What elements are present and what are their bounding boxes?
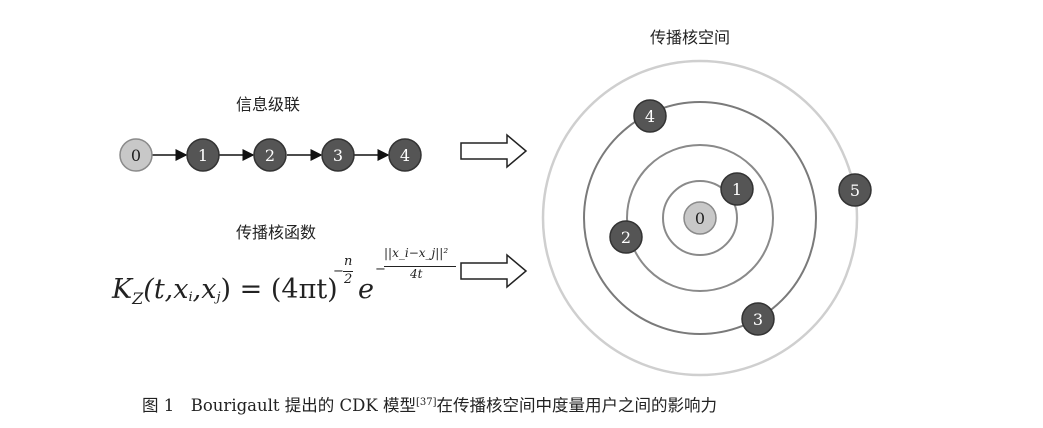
- formula-base: (4πt): [270, 274, 338, 305]
- cascade-chain: 0 1 2 3 4: [119, 138, 422, 172]
- hollow-arrow-bottom: [460, 253, 528, 289]
- caption-ref: [37]: [415, 397, 437, 408]
- formula-equals: =: [231, 274, 271, 305]
- space-node-label-1: 1: [732, 180, 742, 199]
- formula-exp2-rule: [384, 266, 456, 267]
- formula-comma-x: ,x: [192, 274, 217, 305]
- space-node-label-5: 5: [850, 181, 860, 200]
- cascade-node-3: [321, 138, 355, 172]
- space-node-3: [741, 302, 775, 336]
- cascade-node-label-1: 1: [198, 146, 208, 165]
- ring-outer: [541, 59, 859, 377]
- cascade-node-label-0: 0: [131, 146, 141, 165]
- space-node-label-0: 0: [695, 209, 705, 228]
- formula-exp-rule: [343, 271, 353, 272]
- formula-sub-Z: Z: [132, 289, 144, 308]
- cascade-node-1: [186, 138, 220, 172]
- cascade-node-label-3: 3: [333, 146, 343, 165]
- formula-exp2-num: ||x_i−x_j||²: [384, 246, 449, 260]
- kernel-function-title: 传播核函数: [236, 223, 317, 242]
- formula-sub-j: j: [216, 290, 221, 305]
- ring-1: [662, 180, 738, 256]
- formula-exp2-minus: −: [375, 262, 386, 277]
- formula-exp-n: n: [344, 254, 353, 269]
- hollow-arrow-top: [460, 133, 528, 169]
- formula-args-open: (t,x: [143, 274, 189, 305]
- cascade-title: 信息级联: [236, 95, 301, 114]
- formula-main: KZ(t,xi,xj) = (4πt): [112, 274, 338, 308]
- kernel-formula: KZ(t,xi,xj) = (4πt) − n 2 e − ||x_i−x_j|…: [112, 246, 462, 322]
- cascade-node-label-4: 4: [400, 146, 410, 165]
- kernel-space: 0 1 2 3 4 5: [541, 59, 872, 377]
- space-node-5: [838, 173, 872, 207]
- kernel-space-title: 传播核空间: [650, 28, 731, 47]
- figure-caption: 图 1 Bourigault 提出的 CDK 模型[37]在传播核空间中度量用户…: [142, 392, 717, 416]
- ring-3: [583, 101, 817, 335]
- space-node-label-4: 4: [645, 107, 655, 126]
- space-node-label-2: 2: [621, 228, 631, 247]
- formula-sub-i: i: [188, 290, 193, 305]
- formula-exp2-den: 4t: [410, 267, 423, 281]
- formula-close: ): [220, 274, 232, 305]
- formula-K: K: [112, 274, 133, 305]
- caption-prefix: 图 1 Bourigault 提出的 CDK 模型: [142, 396, 416, 415]
- cascade-node-2: [253, 138, 287, 172]
- caption-suffix: 在传播核空间中度量用户之间的影响力: [436, 396, 717, 415]
- space-node-2: [609, 220, 643, 254]
- cascade-node-4: [388, 138, 422, 172]
- space-node-1: [720, 172, 754, 206]
- space-node-4: [633, 99, 667, 133]
- cascade-node-0: [119, 138, 153, 172]
- formula-e: e: [358, 274, 374, 305]
- ring-2: [626, 144, 774, 292]
- space-node-label-3: 3: [753, 310, 763, 329]
- space-node-0: [683, 201, 717, 235]
- cascade-node-label-2: 2: [265, 146, 275, 165]
- formula-exp-2: 2: [344, 272, 353, 287]
- formula-exp-minus: −: [333, 264, 344, 279]
